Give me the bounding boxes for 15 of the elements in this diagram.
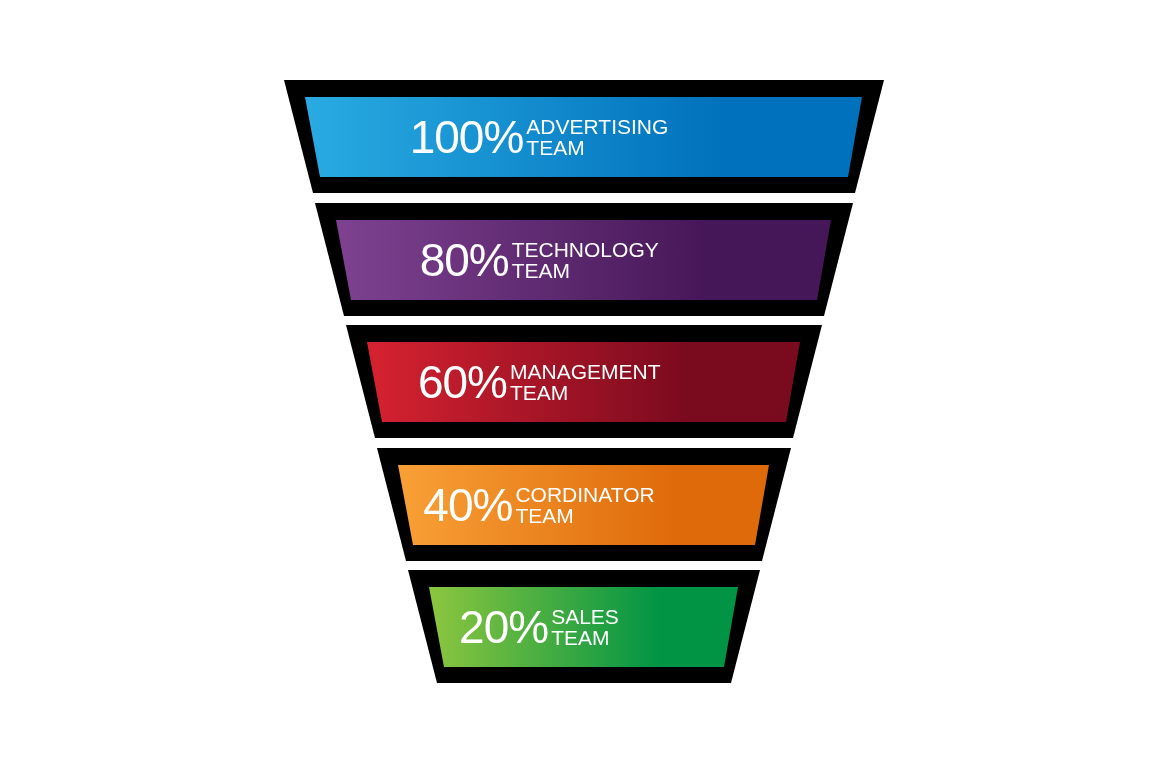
- percent-value: 100%: [409, 114, 524, 160]
- percent-value: 60%: [417, 359, 507, 405]
- team-label: SALES TEAM: [551, 606, 619, 648]
- team-label: CORDINATOR TEAM: [515, 483, 655, 526]
- team-label: MANAGEMENT TEAM: [509, 361, 661, 403]
- team-label: TECHNOLOGY TEAM: [511, 238, 659, 281]
- percent-value: 40%: [423, 481, 513, 528]
- percent-value: 20%: [459, 604, 549, 650]
- funnel-band: [408, 570, 760, 683]
- funnel-band: [284, 80, 884, 193]
- percent-value: 80%: [419, 236, 509, 283]
- funnel-band: [377, 447, 791, 561]
- team-label: ADVERTISING TEAM: [526, 116, 669, 158]
- funnel-band: [346, 325, 822, 438]
- funnel-band: [315, 202, 853, 316]
